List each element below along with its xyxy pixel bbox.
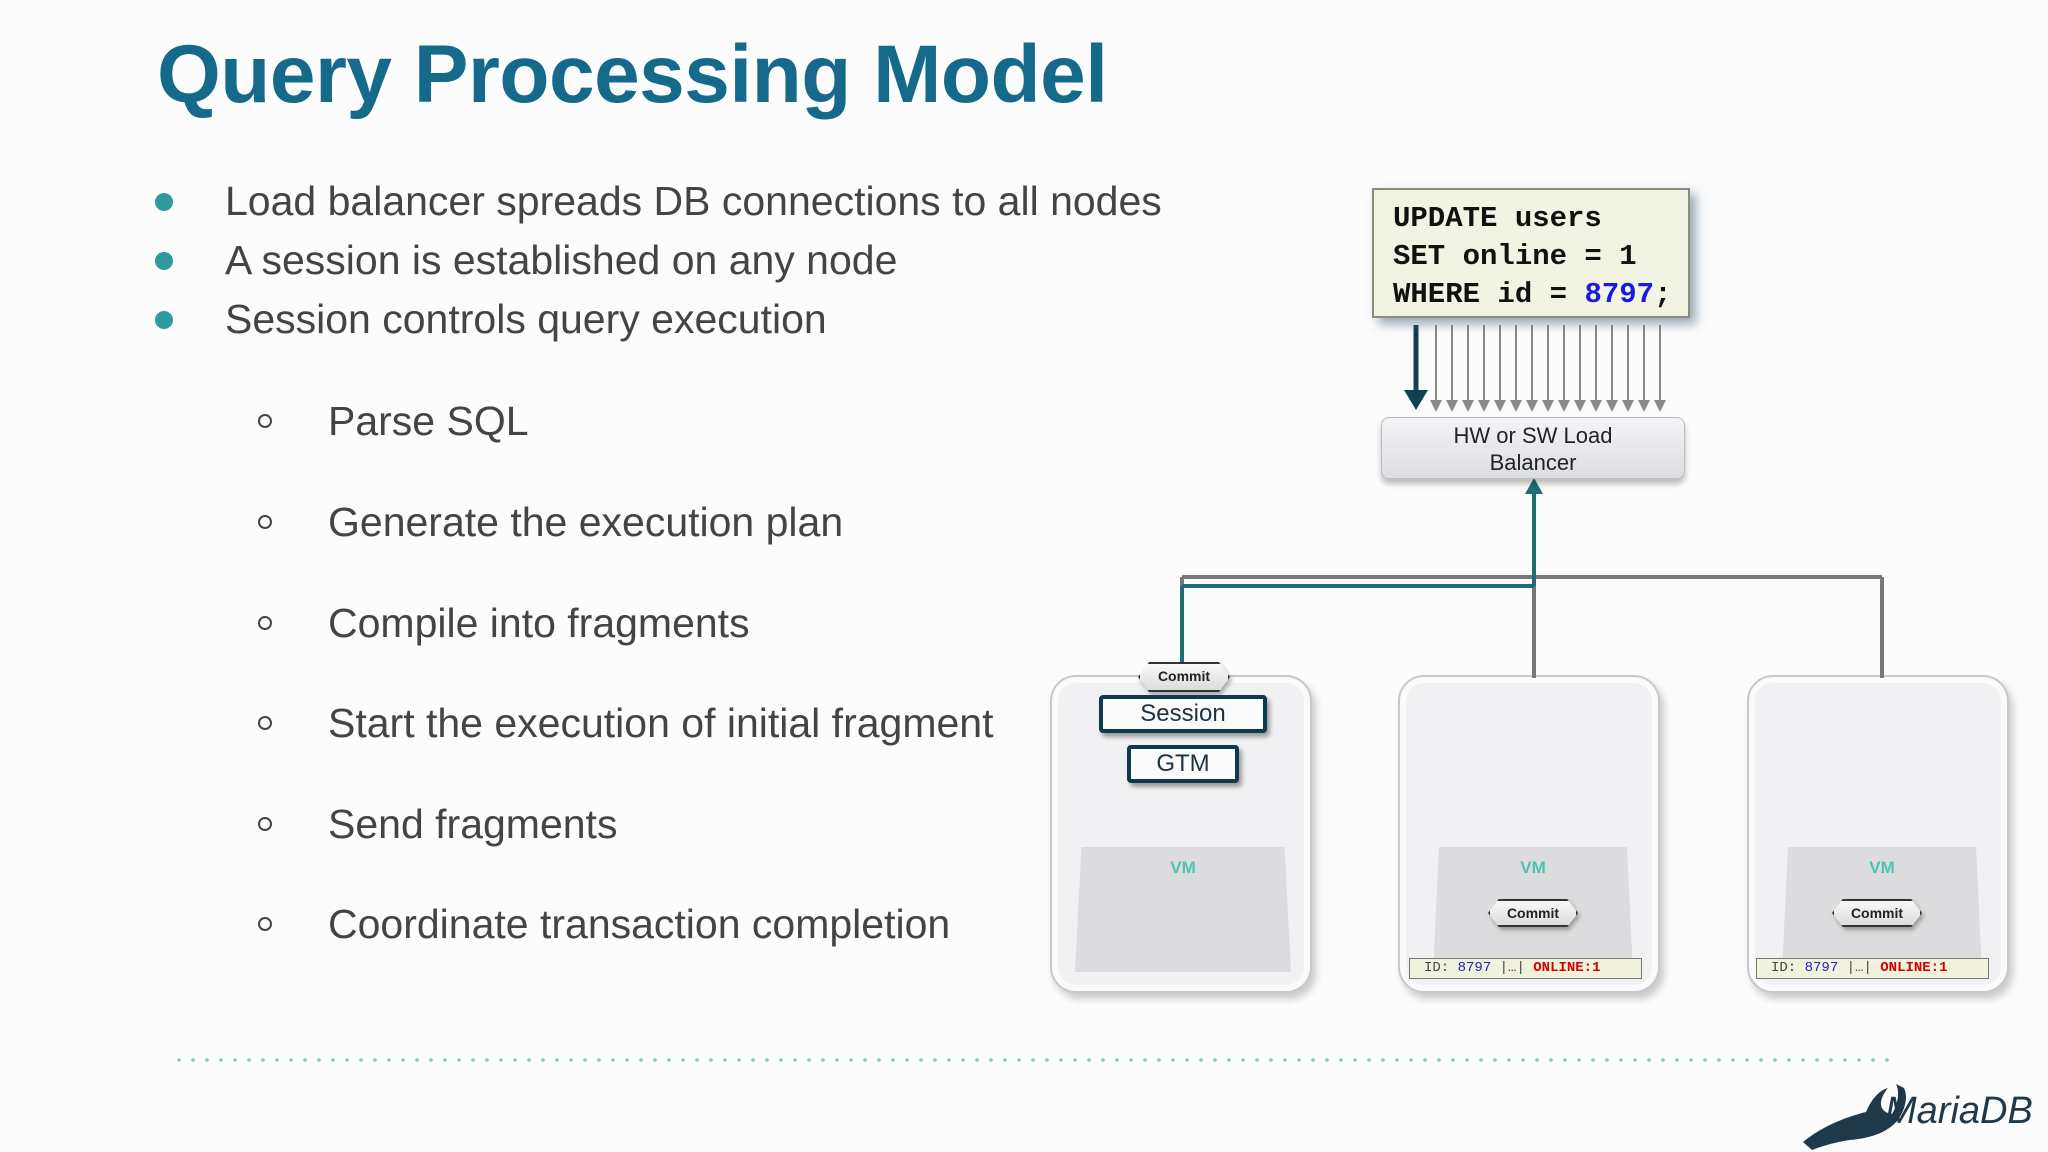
vm-label: VM: [1520, 858, 1546, 877]
sub-bullet-ring-icon: [258, 414, 272, 428]
vm-label: VM: [1869, 858, 1895, 877]
load-balancer: HW or SW Load Balancer: [1381, 417, 1685, 479]
data-row-node-2: ID: 8797 |…| ONLINE:1: [1409, 958, 1642, 979]
sub-bullet-ring-icon: [258, 616, 272, 630]
fanout-arrows: [1435, 325, 1661, 407]
fanout-arrowheads: [1430, 400, 1666, 412]
sub-bullet-ring-icon: [258, 716, 272, 730]
active-path-arrowhead: [1525, 478, 1543, 494]
idle-links: [1180, 575, 1884, 678]
bullet-dot-icon: [155, 252, 173, 270]
active-arrowhead: [1404, 390, 1428, 410]
commit-tag-session: Commit: [1138, 662, 1230, 692]
sub-bullet-ring-icon: [258, 817, 272, 831]
bullet-dot-icon: [155, 311, 173, 329]
commit-tag-node-2: Commit: [1488, 899, 1578, 927]
mariadb-logo: MariaDB: [1885, 1090, 2033, 1132]
vm-label: VM: [1170, 858, 1196, 877]
gtm-box: GTM: [1127, 745, 1239, 783]
sub-bullet-ring-icon: [258, 917, 272, 931]
slide-title: Query Processing Model: [157, 29, 1108, 120]
sql-statement: UPDATE users SET online = 1 WHERE id = 8…: [1372, 188, 1690, 318]
active-path: [1180, 486, 1536, 663]
vm-panel-1: [1075, 847, 1291, 972]
footer-divider: [172, 1058, 1892, 1062]
commit-tag-node-3: Commit: [1832, 899, 1922, 927]
session-box: Session: [1099, 695, 1267, 733]
data-row-node-3: ID: 8797 |…| ONLINE:1: [1756, 958, 1989, 979]
sub-bullet-ring-icon: [258, 515, 272, 529]
bullet-dot-icon: [155, 193, 173, 211]
